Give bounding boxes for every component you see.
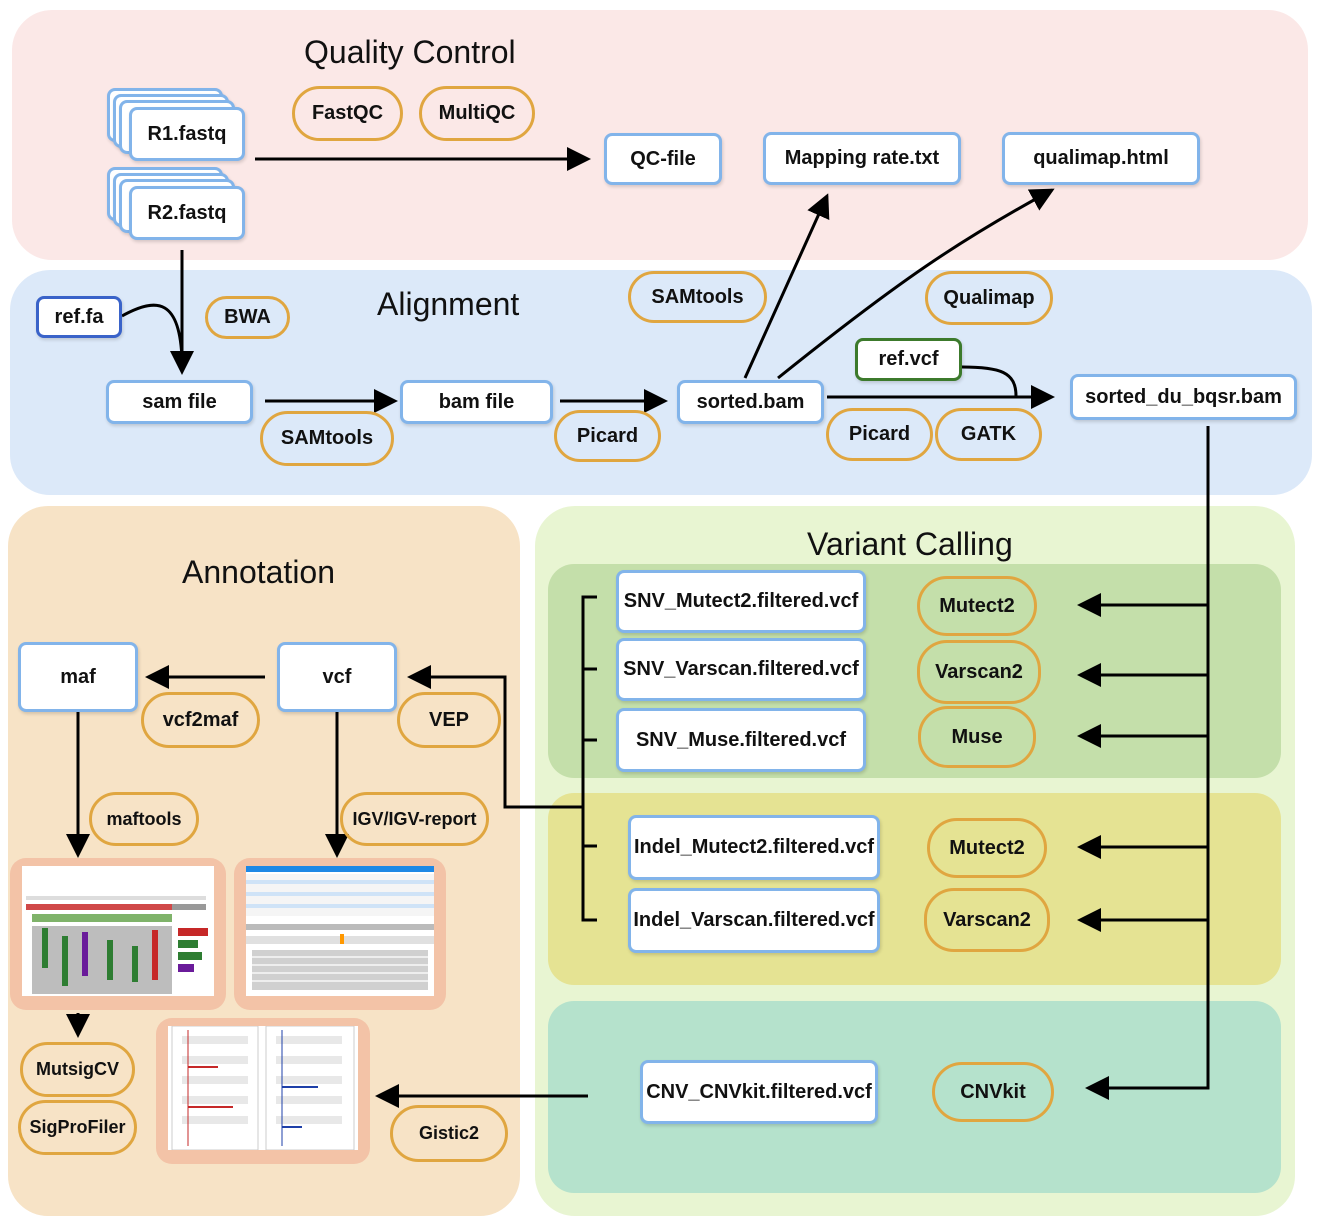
sorted-du-bqsr-bam-box[interactable]: sorted_du_bqsr.bam: [1070, 374, 1297, 420]
gistic2-tool[interactable]: Gistic2: [390, 1105, 508, 1162]
mutsigcv-tool[interactable]: MutsigCV: [20, 1042, 135, 1097]
fastqc-tool[interactable]: FastQC: [292, 86, 403, 141]
vep-tool[interactable]: VEP: [397, 692, 501, 748]
cnv-cnvkit-vcf-box[interactable]: CNV_CNVkit.filtered.vcf: [640, 1060, 878, 1124]
mutect2-indel-tool[interactable]: Mutect2: [927, 818, 1047, 878]
mutect2-snv-tool[interactable]: Mutect2: [917, 576, 1037, 636]
maftools-tool[interactable]: maftools: [89, 792, 199, 846]
variant-calling-title: Variant Calling: [807, 526, 1013, 562]
r1-fastq-file[interactable]: R1.fastq: [129, 107, 245, 161]
varscan2-snv-tool[interactable]: Varscan2: [917, 640, 1041, 704]
bwa-tool[interactable]: BWA: [205, 296, 290, 339]
vcf2maf-tool[interactable]: vcf2maf: [141, 692, 260, 748]
qc-file-box[interactable]: QC-file: [604, 133, 722, 185]
sam-file-box[interactable]: sam file: [106, 380, 253, 424]
qualimap-html-box[interactable]: qualimap.html: [1002, 132, 1200, 185]
quality-control-title: Quality Control: [304, 34, 516, 70]
gistic-image: [156, 1018, 370, 1164]
ref-fa-box[interactable]: ref.fa: [36, 296, 122, 338]
igv-report-tool[interactable]: IGV/IGV-report: [340, 792, 489, 846]
snv-muse-vcf-box[interactable]: SNV_Muse.filtered.vcf: [616, 708, 866, 772]
indel-varscan-vcf-box[interactable]: Indel_Varscan.filtered.vcf: [628, 888, 880, 953]
picard-tool-2[interactable]: Picard: [826, 408, 933, 461]
sigprofiler-tool[interactable]: SigProFiler: [18, 1100, 137, 1155]
bam-file-box[interactable]: bam file: [400, 380, 553, 424]
gatk-tool[interactable]: GATK: [935, 408, 1042, 461]
qualimap-tool[interactable]: Qualimap: [925, 271, 1053, 325]
cnvkit-tool[interactable]: CNVkit: [932, 1062, 1054, 1122]
multiqc-tool[interactable]: MultiQC: [419, 86, 535, 141]
muse-tool[interactable]: Muse: [918, 706, 1036, 768]
sorted-bam-box[interactable]: sorted.bam: [677, 380, 824, 424]
samtools-top-tool[interactable]: SAMtools: [628, 271, 767, 323]
maf-box[interactable]: maf: [18, 642, 138, 712]
vcf-box[interactable]: vcf: [277, 642, 397, 712]
ref-vcf-box[interactable]: ref.vcf: [855, 338, 962, 381]
indel-mutect2-vcf-box[interactable]: Indel_Mutect2.filtered.vcf: [628, 815, 880, 880]
samtools-tool[interactable]: SAMtools: [260, 411, 394, 466]
varscan2-indel-tool[interactable]: Varscan2: [924, 888, 1050, 952]
annotation-title: Annotation: [182, 554, 336, 590]
mapping-rate-box[interactable]: Mapping rate.txt: [763, 132, 961, 185]
snv-mutect2-vcf-box[interactable]: SNV_Mutect2.filtered.vcf: [616, 570, 866, 633]
r2-fastq-file[interactable]: R2.fastq: [129, 186, 245, 240]
alignment-title: Alignment: [377, 286, 520, 322]
igv-image: [234, 858, 446, 1010]
oncoplot-image: [10, 858, 226, 1010]
picard-tool-1[interactable]: Picard: [554, 410, 661, 462]
snv-varscan-vcf-box[interactable]: SNV_Varscan.filtered.vcf: [616, 638, 866, 701]
